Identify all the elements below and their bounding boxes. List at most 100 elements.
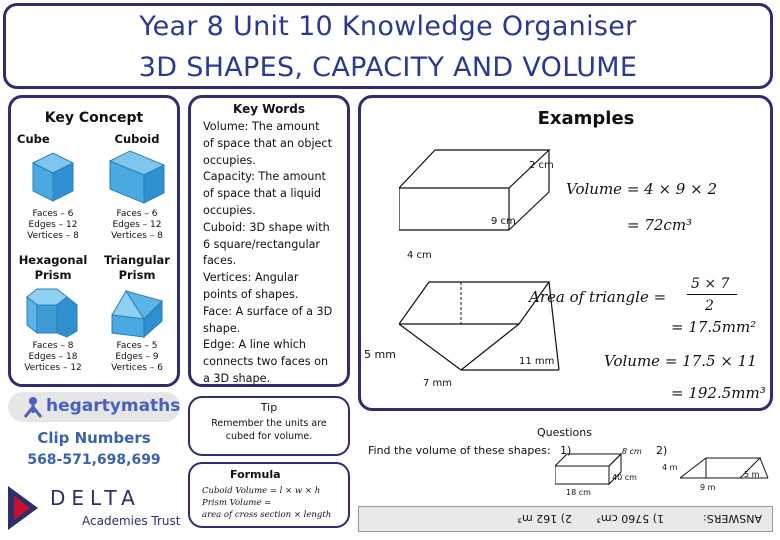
cuboid-height-label: 2 cm bbox=[529, 160, 554, 171]
key-word-line: occupies. bbox=[203, 203, 256, 217]
prism-volume-line2: = 192.5mm³ bbox=[671, 384, 766, 402]
cube-vertices: Vertices – 8 bbox=[27, 231, 79, 241]
key-words-panel: Key Words Volume: The amount of space th… bbox=[188, 95, 350, 387]
hexagonal-prism-edges: Edges – 18 bbox=[28, 352, 78, 362]
fraction-bar bbox=[687, 294, 737, 295]
triangular-prism-name-line1: Triangular bbox=[104, 253, 170, 267]
key-word-line: Face: A surface of a 3D bbox=[203, 304, 333, 318]
prism-volume-line1: Volume = 17.5 × 11 bbox=[604, 352, 757, 370]
cube-edges: Edges – 12 bbox=[28, 220, 78, 230]
delta-name: DELTA bbox=[50, 486, 141, 510]
question-2-number: 2) bbox=[656, 444, 668, 457]
triangle-area-denominator: 2 bbox=[705, 298, 714, 314]
examples-heading: Examples bbox=[537, 108, 635, 129]
hegarty-panel: hegartymaths Clip Numbers 568-571,698,69… bbox=[8, 392, 180, 482]
answer-2: 2) 162 m³ bbox=[517, 512, 572, 525]
key-words-heading: Key Words bbox=[233, 102, 305, 116]
page-title: Year 8 Unit 10 Knowledge Organiser bbox=[139, 11, 637, 42]
question-1-number: 1) bbox=[560, 444, 572, 457]
question-1-label-height: 8 cm bbox=[622, 447, 642, 456]
formula-line3: area of cross section × length bbox=[202, 510, 332, 520]
triangular-prism-vertices: Vertices – 6 bbox=[111, 363, 163, 373]
tip-heading: Tip bbox=[260, 401, 278, 414]
hexagonal-prism-faces: Faces – 8 bbox=[32, 341, 74, 351]
cuboid-volume-line2: = 72cm³ bbox=[627, 216, 693, 234]
formula-line1: Cuboid Volume = l × w × h bbox=[202, 486, 321, 496]
hexagonal-prism-vertices: Vertices – 12 bbox=[24, 363, 82, 373]
page-subtitle: 3D SHAPES, CAPACITY AND VOLUME bbox=[138, 52, 638, 83]
prism-base-label: 7 mm bbox=[423, 378, 453, 389]
answer-1: 1) 5760 cm³ bbox=[596, 512, 664, 525]
question-1-label-length: 18 cm bbox=[566, 488, 591, 497]
question-2-label-height: 4 m bbox=[662, 463, 678, 472]
hegarty-banner bbox=[8, 392, 180, 422]
key-concept-panel: Key Concept Cube Faces – 6 Edges – 12 Ve… bbox=[8, 95, 180, 387]
key-word-line: connects two faces on bbox=[203, 355, 329, 369]
key-word-line: Volume: The amount bbox=[203, 120, 320, 133]
answers-rotated: ANSWERS: 1) 5760 cm³ 2) 162 m³ bbox=[359, 507, 772, 531]
formula-heading: Formula bbox=[230, 468, 281, 481]
cuboid-icon bbox=[108, 150, 166, 204]
key-word-line: Cuboid: 3D shape with bbox=[203, 220, 330, 234]
key-word-line: points of shapes. bbox=[203, 287, 299, 301]
question-2-label-side: 5 m bbox=[744, 470, 760, 479]
triangular-prism-card: Triangular Prism Faces – 5 Edges – 9 Ver… bbox=[97, 253, 177, 374]
triangle-area-text: Area of triangle = bbox=[529, 288, 667, 306]
hexagonal-prism-icon bbox=[26, 288, 78, 338]
cuboid-card: Cuboid Faces – 6 Edges – 12 Vertices – 8 bbox=[97, 132, 177, 242]
triangular-prism-faces: Faces – 5 bbox=[116, 341, 158, 351]
cuboid-diagram bbox=[399, 149, 551, 231]
key-word-line: 6 square/rectangular bbox=[203, 237, 321, 251]
cube-faces: Faces – 6 bbox=[32, 209, 74, 219]
key-word-line: Edge: A line which bbox=[203, 338, 307, 352]
delta-logo-icon bbox=[8, 486, 38, 530]
cube-name: Cube bbox=[17, 132, 50, 146]
triangular-prism-icon bbox=[111, 290, 163, 339]
cuboid-edges: Edges – 12 bbox=[112, 220, 162, 230]
answers-label: ANSWERS: bbox=[703, 512, 762, 525]
cuboid-vertices: Vertices – 8 bbox=[111, 231, 163, 241]
questions-prompt: Find the volume of these shapes: bbox=[368, 444, 551, 457]
key-word-line: Capacity: The amount bbox=[203, 170, 326, 184]
triangle-area-result: = 17.5mm² bbox=[671, 318, 757, 336]
triangular-prism-diagram bbox=[399, 281, 560, 371]
key-words-text: Volume: The amount of space that an obje… bbox=[203, 119, 345, 388]
examples-panel: Examples 2 cm 9 cm 4 cm Volume = 4 × 9 ×… bbox=[358, 95, 773, 411]
tip-panel: Tip Remember the units are cubed for vol… bbox=[188, 396, 350, 456]
key-word-line: of space that a liquid bbox=[203, 187, 322, 201]
questions-heading: Questions bbox=[537, 426, 592, 439]
key-concept-heading: Key Concept bbox=[44, 110, 144, 126]
clip-numbers-heading: Clip Numbers bbox=[37, 429, 151, 447]
tip-text-line2: cubed for volume. bbox=[225, 431, 313, 442]
answers-strip: ANSWERS: 1) 5760 cm³ 2) 162 m³ bbox=[358, 506, 773, 532]
key-word-line: shape. bbox=[203, 321, 241, 335]
question-2-label-length: 9 m bbox=[700, 483, 716, 492]
title-panel: Year 8 Unit 10 Knowledge Organiser 3D SH… bbox=[3, 3, 773, 89]
key-word-line: occupies. bbox=[203, 153, 256, 167]
triangular-prism-edges: Edges – 9 bbox=[115, 352, 159, 362]
question-1-cuboid-icon bbox=[555, 452, 623, 486]
hegarty-brand: hegartymaths bbox=[46, 396, 181, 416]
triangle-area-numerator: 5 × 7 bbox=[691, 276, 730, 292]
key-word-line: of space that an object bbox=[203, 136, 332, 150]
cube-card: Cube Faces – 6 Edges – 12 Vertices – 8 bbox=[13, 132, 93, 242]
prism-side-label: 5 mm bbox=[364, 348, 396, 361]
clip-numbers-value: 568-571,698,699 bbox=[27, 452, 161, 468]
cuboid-faces: Faces – 6 bbox=[116, 209, 158, 219]
triangular-prism-name-line2: Prism bbox=[118, 268, 156, 282]
cuboid-width-label: 4 cm bbox=[407, 250, 432, 261]
question-1-label-width: 40 cm bbox=[612, 473, 637, 482]
hexagonal-prism-card: Hexagonal Prism Faces – 8 Edges – 18 Ver… bbox=[13, 253, 93, 374]
key-word-line: Vertices: Angular bbox=[203, 271, 299, 285]
prism-length-label: 11 mm bbox=[519, 356, 555, 367]
formula-panel: Formula Cuboid Volume = l × w × h Prism … bbox=[188, 462, 350, 528]
question-2-prism-icon bbox=[680, 457, 769, 479]
cube-icon bbox=[31, 152, 75, 202]
delta-subtitle: Academies Trust bbox=[82, 514, 181, 528]
key-word-line: faces. bbox=[203, 254, 237, 268]
hexagonal-prism-name-line2: Prism bbox=[34, 268, 72, 282]
cuboid-length-label: 9 cm bbox=[491, 216, 516, 227]
hegarty-logo-icon bbox=[23, 397, 43, 418]
cuboid-volume-line1: Volume = 4 × 9 × 2 bbox=[566, 180, 717, 198]
key-word-line: a 3D shape. bbox=[203, 371, 271, 385]
